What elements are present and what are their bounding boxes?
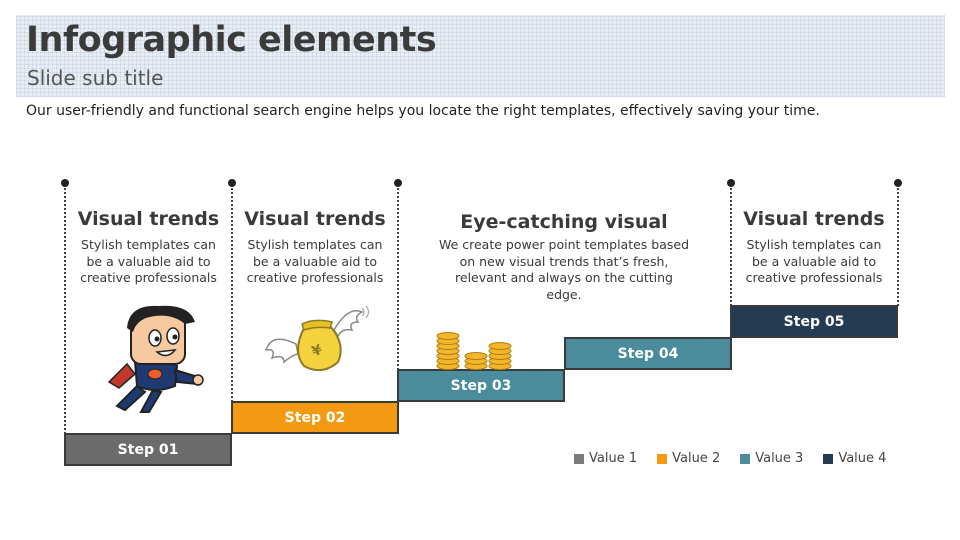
step-03-bar: Step 03 — [397, 369, 565, 402]
legend-label-1: Value 1 — [589, 451, 638, 466]
flying-money-bag-illustration: ¥ — [264, 305, 370, 372]
stage-2-text: Stylish templates can be a valuable aid … — [246, 237, 384, 285]
header-band — [16, 15, 945, 97]
slide-subtitle: Slide sub title — [27, 66, 164, 90]
legend-label-3: Value 3 — [755, 451, 804, 466]
slide-title: Infographic elements — [26, 20, 437, 60]
flying-businessman-illustration — [107, 305, 204, 413]
guide-dot-1 — [61, 179, 69, 187]
legend-item-value-1: Value 1 — [574, 451, 637, 466]
guide-dot-5 — [894, 179, 902, 187]
slide-description: Our user-friendly and functional search … — [26, 103, 820, 119]
stage-2-title: Visual trends — [244, 208, 386, 230]
step-05-label: Step 05 — [783, 313, 845, 330]
stage-1-text: Stylish templates can be a valuable aid … — [80, 237, 217, 285]
legend-label-2: Value 2 — [672, 451, 721, 466]
legend-label-4: Value 4 — [838, 451, 887, 466]
guide-dot-2 — [228, 179, 236, 187]
legend-item-value-3: Value 3 — [740, 451, 803, 466]
legend-swatch-2 — [657, 453, 668, 464]
step-03-label: Step 03 — [450, 377, 512, 394]
legend: Value 1 Value 2 Value 3 Value 4 — [574, 451, 886, 466]
legend-item-value-2: Value 2 — [657, 451, 720, 466]
guide-line-5 — [897, 184, 899, 306]
legend-item-value-4: Value 4 — [823, 451, 886, 466]
step-01-bar: Step 01 — [64, 433, 232, 466]
guide-line-1 — [64, 184, 66, 434]
guide-line-4 — [730, 184, 732, 338]
legend-swatch-3 — [740, 453, 751, 464]
step-04-label: Step 04 — [617, 345, 679, 362]
guide-dot-3 — [394, 179, 402, 187]
stage-4-title: Visual trends — [743, 208, 885, 230]
step-04-bar: Step 04 — [564, 337, 732, 370]
step-01-label: Step 01 — [117, 441, 179, 458]
stage-4-text: Stylish templates can be a valuable aid … — [745, 237, 883, 285]
step-02-bar: Step 02 — [231, 401, 399, 434]
legend-swatch-1 — [574, 453, 584, 464]
stage-3-text: We create power point templates based on… — [438, 237, 690, 302]
coin-stacks-illustration — [436, 332, 512, 370]
legend-swatch-4 — [823, 453, 834, 464]
guide-line-3 — [397, 184, 399, 370]
step-02-label: Step 02 — [284, 409, 346, 426]
step-05-bar: Step 05 — [730, 305, 898, 338]
guide-line-2 — [231, 184, 233, 434]
stage-1-title: Visual trends — [77, 208, 220, 230]
guide-dot-4 — [727, 179, 735, 187]
stage-3-title: Eye-catching visual — [460, 211, 668, 233]
